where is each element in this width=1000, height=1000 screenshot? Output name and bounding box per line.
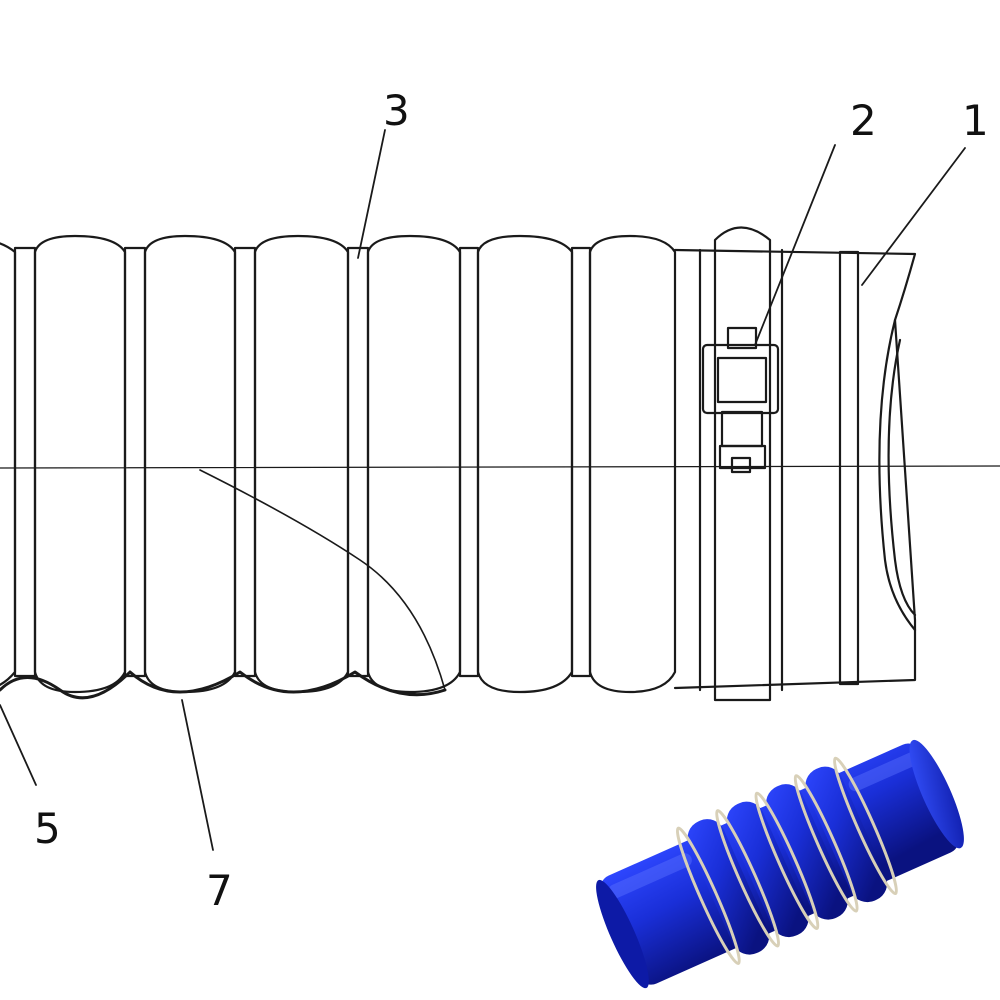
bottom-scallops	[0, 670, 447, 700]
callout-5: 5	[34, 804, 61, 853]
hose-clamp-icon	[701, 226, 780, 702]
hose-cuff	[673, 248, 917, 692]
leader-lines	[0, 129, 966, 851]
callout-3: 3	[383, 86, 410, 135]
callout-1: 1	[962, 96, 989, 145]
callout-7: 7	[206, 866, 233, 915]
center-line	[0, 465, 1000, 469]
callout-2: 2	[850, 96, 877, 145]
